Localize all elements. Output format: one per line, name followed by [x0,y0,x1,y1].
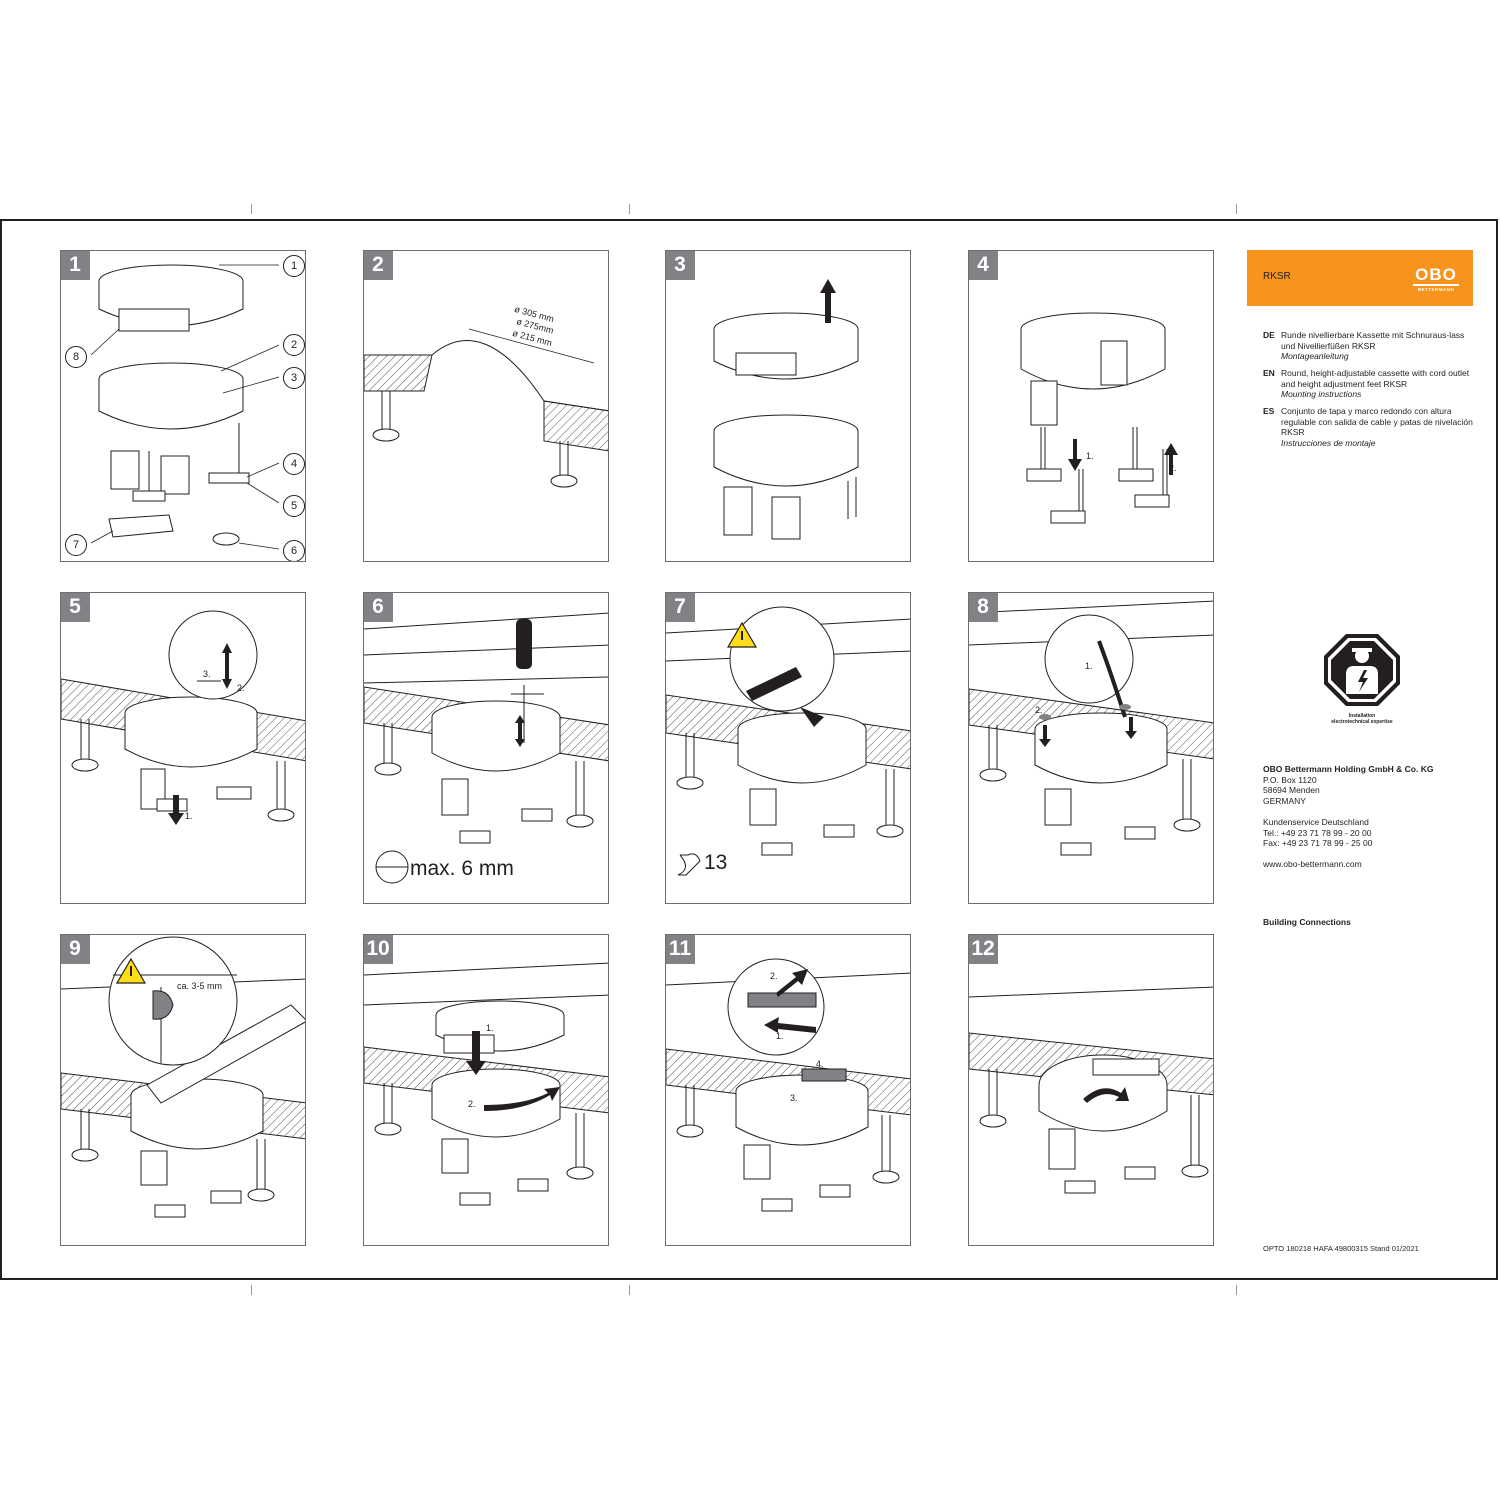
website-link[interactable]: www.obo-bettermann.com [1263,859,1362,869]
description-en: EN Round, height-adjustable cassette wit… [1263,368,1470,399]
finished-installation-illustration [969,986,1213,1194]
step-number: 12 [969,935,998,964]
obo-logo: OBO BETTERMANN [1413,266,1459,292]
step10-label-1: 1. [486,1023,494,1033]
step-panel-10: 10 1. 2. [363,934,609,1246]
step-panel-11: 11 1. 2. 3. 4. [665,934,911,1246]
step5-label-2: 2. [237,683,245,693]
max-thickness-note: max. 6 mm [410,857,514,880]
tagline: Building Connections [1263,917,1351,927]
warning-sign-line2: electrotechnical expertise [1331,719,1393,725]
fold-mark [251,1285,252,1295]
step-number: 6 [364,593,393,622]
customer-service: Kundenservice Deutschland Tel.: +49 23 7… [1263,817,1373,848]
callout-8: 8 [65,346,87,368]
step11-label-3: 3. [790,1093,798,1103]
step-number: 9 [61,935,90,964]
step-number: 5 [61,593,90,622]
gap-size-label: ca. 3-5 mm [177,981,223,991]
product-header-band: RKSR OBO BETTERMANN [1247,250,1473,306]
step4-label-2: 2. [1169,463,1177,473]
step-panel-3: 3 [665,250,911,562]
step-panel-6: 6 max. [363,592,609,904]
step-panel-9: 9 ca. 3-5 mm [60,934,306,1246]
step-panel-5: 5 1. 2. 3. [60,592,306,904]
step-panel-12: 12 [968,934,1214,1246]
step-panel-2: 2 ø 305 mm ø 275mm ø 215 mm [363,250,609,562]
assemble-feet-illustration [1020,312,1178,524]
wrench-size: 13 [704,851,728,874]
step8-label-1: 1. [1085,661,1093,671]
step-number: 11 [666,935,695,964]
callout-7: 7 [65,534,87,556]
fold-mark [1236,204,1237,214]
company-address: OBO Bettermann Holding GmbH & Co. KG P.O… [1263,764,1434,806]
step-number: 1 [61,251,90,280]
product-code: RKSR [1263,271,1291,282]
step11-label-1: 1. [776,1031,784,1041]
step11-label-4: 4. [816,1059,824,1069]
insert-into-floor-illustration [61,610,305,825]
fit-cover-illustration [364,962,608,1206]
warning-sign-line1: Installation [1348,713,1376,719]
step4-label-1: 1. [1086,451,1094,461]
earth-connection-illustration [969,600,1213,856]
fold-mark [251,204,252,214]
callout-5: 5 [283,495,305,517]
fold-mark [629,1285,630,1295]
tighten-nut-illustration [666,606,910,876]
callout-2: 2 [283,334,305,356]
fold-mark [1236,1285,1237,1295]
step10-label-2: 2. [468,1099,476,1109]
seal-gap-illustration [61,936,305,1218]
step-panel-1: 1 1 2 3 4 5 6 [60,250,306,562]
step-number: 10 [364,935,393,964]
step8-label-2: 2. [1035,705,1043,715]
fold-mark [629,204,630,214]
electrician-warning-sign: Installation electrotechnical expertise [1322,632,1402,725]
electrician-icon [1324,634,1400,706]
step-number: 8 [969,593,998,622]
step-number: 2 [364,251,393,280]
step-panel-4: 4 1. 2. [968,250,1214,562]
floor-cutout-illustration [364,328,608,488]
step5-label-3: 3. [203,669,211,679]
description-de: DE Runde nivellierbare Kassette mit Schn… [1263,330,1465,361]
callout-6: 6 [283,540,305,561]
callout-3: 3 [283,367,305,389]
callout-1: 1 [283,255,305,277]
step-number: 4 [969,251,998,280]
step-number: 7 [666,593,695,622]
callout-4: 4 [283,453,305,475]
step5-label-1: 1. [185,811,193,821]
document-number: OPTO 180218 HAFA 49800315 Stand 01/2021 [1263,1244,1419,1253]
exploded-parts-illustration [90,264,280,550]
insert-cord-outlet-illustration [666,958,910,1212]
description-es: ES Conjunto de tapa y marco redondo con … [1263,406,1473,448]
step-panel-7: 7 13 [665,592,911,904]
step-number: 3 [666,251,695,280]
step11-label-2: 2. [770,971,778,981]
remove-cover-illustration [713,279,859,540]
adjust-height-illustration [364,612,608,884]
step-panel-8: 8 1. 2. [968,592,1214,904]
